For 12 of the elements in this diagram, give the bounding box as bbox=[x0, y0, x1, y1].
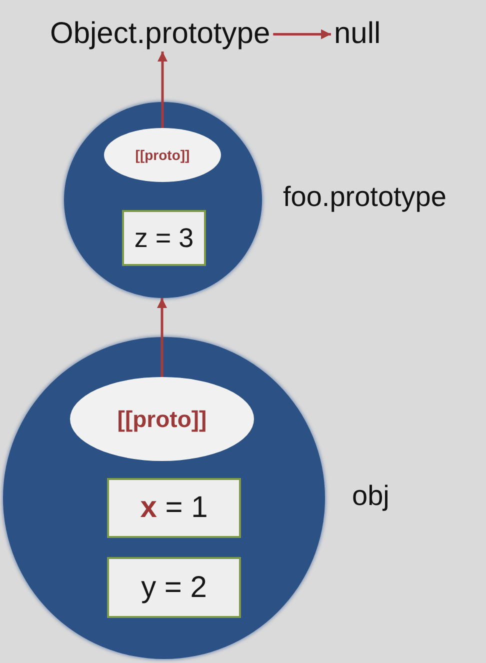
proto-ellipse: [[proto]] bbox=[104, 128, 221, 182]
property-box: y = 2 bbox=[107, 557, 241, 618]
node-label: Object.prototype bbox=[50, 17, 270, 52]
property-box: x = 1 bbox=[107, 478, 241, 538]
property-box: z = 3 bbox=[122, 210, 206, 266]
arrow bbox=[273, 29, 331, 40]
arrow bbox=[158, 52, 168, 128]
proto-ellipse: [[proto]] bbox=[70, 377, 254, 461]
object-name-label: foo.prototype bbox=[283, 181, 446, 214]
arrow bbox=[157, 298, 167, 377]
object-name-label: obj bbox=[352, 480, 390, 512]
node-label: null bbox=[334, 17, 381, 52]
